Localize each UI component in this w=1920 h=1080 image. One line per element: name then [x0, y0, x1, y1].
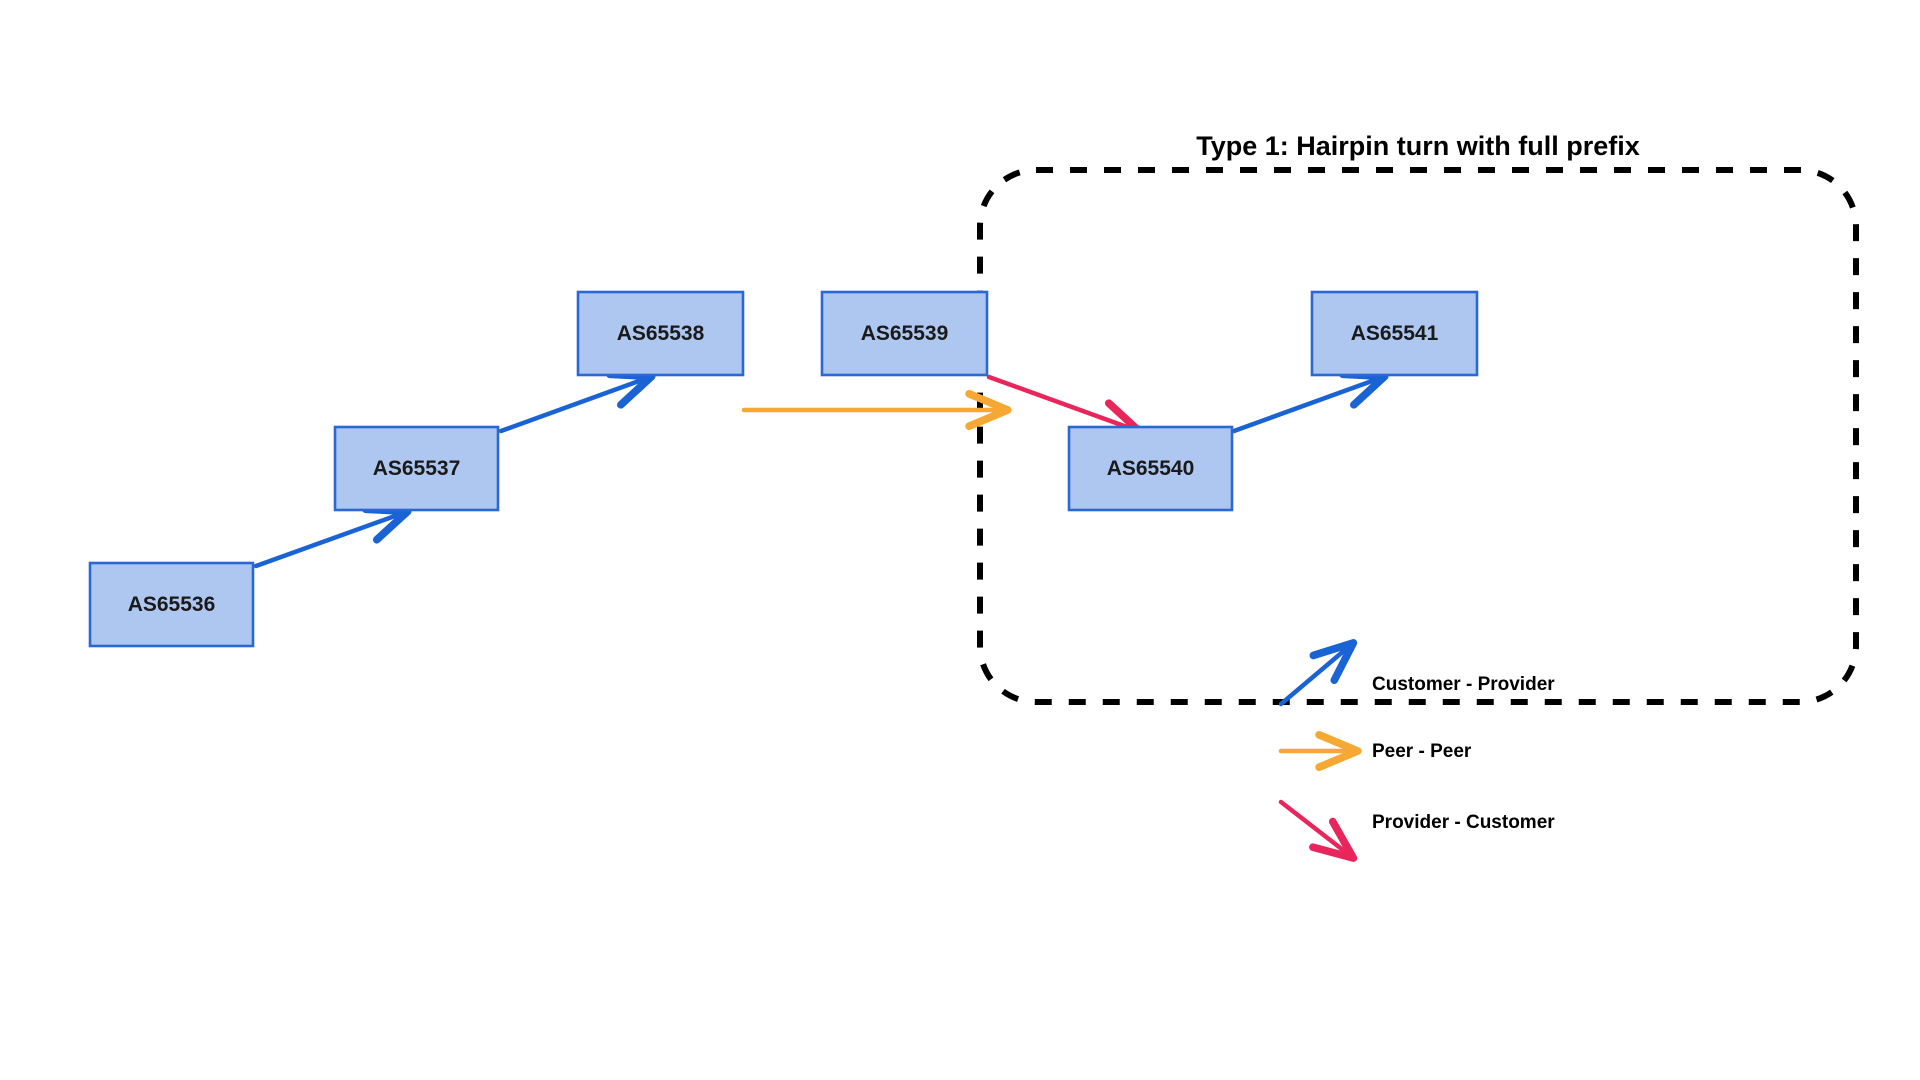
boundary-region: [977, 167, 1859, 705]
edge-as65536-as65537: [253, 505, 412, 569]
node-as65537-box[interactable]: [333, 425, 500, 512]
edge-as65540-as65541: [1231, 370, 1389, 434]
node-as65540[interactable]: AS65540: [1067, 425, 1234, 512]
legend-item-peer-peer: Peer - Peer: [1278, 730, 1472, 772]
node-as65538-box[interactable]: [576, 290, 745, 377]
legend-arrow-provider-customer: [1278, 799, 1358, 862]
node-as65540-box[interactable]: [1067, 425, 1234, 512]
node-as65540-label: AS65540: [1107, 457, 1195, 480]
boundary-rect: [977, 167, 1859, 705]
node-as65536-label: AS65536: [128, 593, 216, 616]
node-as65537-label: AS65537: [373, 457, 461, 480]
node-as65538[interactable]: AS65538: [576, 290, 745, 377]
region-title: Type 1: Hairpin turn with full prefix: [1196, 131, 1640, 161]
node-as65541-label: AS65541: [1351, 322, 1439, 345]
legend-label-customer-provider: Customer - Provider: [1372, 674, 1555, 695]
node-as65539-box[interactable]: [820, 290, 989, 377]
edge-as65537-as65538: [498, 370, 656, 434]
legend-arrow-customer-provider: [1278, 639, 1358, 707]
node-as65537[interactable]: AS65537: [333, 425, 500, 512]
node-as65539-label: AS65539: [861, 322, 949, 345]
node-as65541[interactable]: AS65541: [1310, 290, 1479, 377]
node-as65536-box[interactable]: [88, 561, 255, 648]
edge-layer: [253, 370, 1389, 569]
node-as65536[interactable]: AS65536: [88, 561, 255, 648]
legend-item-customer-provider: Customer - Provider: [1278, 639, 1555, 707]
legend-label-peer-peer: Peer - Peer: [1372, 741, 1472, 762]
legend: Customer - Provider Peer - Peer Provider…: [1278, 639, 1555, 862]
legend-label-provider-customer: Provider - Customer: [1372, 812, 1555, 833]
node-as65541-box[interactable]: [1310, 290, 1479, 377]
node-as65539[interactable]: AS65539: [820, 290, 989, 377]
legend-item-provider-customer: Provider - Customer: [1278, 799, 1555, 862]
node-layer: AS65536 AS65537 AS65538 AS65539 AS65540: [88, 290, 1479, 648]
edge-as65539-as65540: [986, 374, 1144, 438]
node-as65538-label: AS65538: [617, 322, 705, 345]
